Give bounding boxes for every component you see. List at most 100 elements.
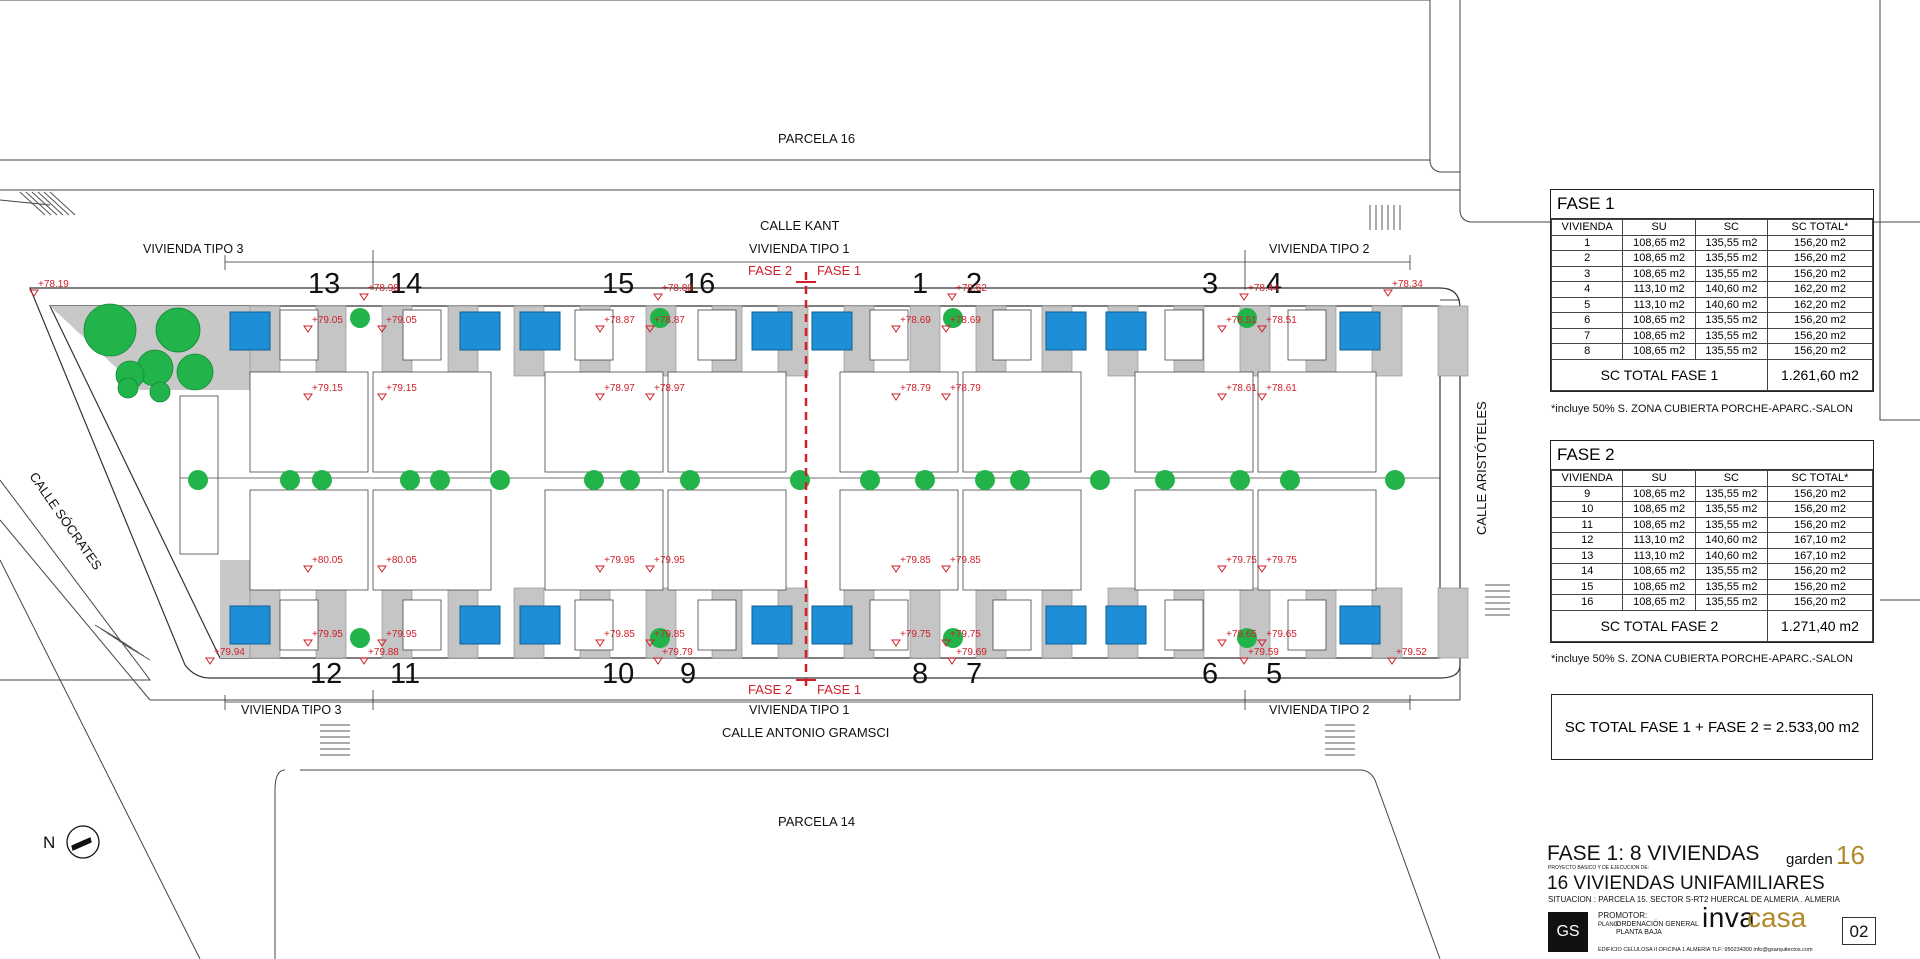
level-marker: [303, 639, 313, 647]
table-cell: 108,65 m2: [1622, 312, 1696, 329]
table-cell: 108,65 m2: [1622, 563, 1696, 580]
palm-tree: [975, 470, 995, 490]
house-top: [1134, 371, 1254, 473]
pool: [811, 311, 853, 351]
pool: [1339, 311, 1381, 351]
pool: [519, 311, 561, 351]
vivienda-tipo2-bottom: VIVIENDA TIPO 2: [1269, 703, 1370, 717]
level-corner-sw: +79.94: [214, 647, 245, 658]
level-marker: [1257, 565, 1267, 573]
table-cell: 5: [1550, 296, 1624, 313]
level-marker: [595, 325, 605, 333]
house-number-bottom: 5: [1266, 658, 1283, 690]
table-cell: 162,20 m2: [1766, 296, 1874, 313]
house-top: [1257, 371, 1377, 473]
house-top: [249, 371, 369, 473]
level-marker: [891, 325, 901, 333]
vivienda-tipo1-bottom: VIVIENDA TIPO 1: [749, 703, 850, 717]
palm-tree: [350, 308, 370, 328]
table-cell: 7: [1550, 327, 1624, 344]
level-marker: [303, 565, 313, 573]
house-top: [839, 371, 959, 473]
level-marker: [941, 639, 951, 647]
col-sc: SC: [1694, 470, 1768, 487]
tree: [155, 307, 201, 353]
house-bottom: [667, 489, 787, 591]
table-cell: 135,55 m2: [1694, 343, 1768, 360]
plano-value-1: ORDENACIÓN GENERAL: [1616, 921, 1699, 928]
house-number-bottom: 11: [390, 658, 421, 690]
garage-top: [697, 309, 737, 361]
house-number-bottom: 7: [966, 658, 983, 690]
table-cell: 108,65 m2: [1622, 250, 1696, 267]
level-marker: [645, 639, 655, 647]
palm-tree: [490, 470, 510, 490]
level-corner-nw: +78.19: [38, 279, 69, 290]
table-cell: 108,65 m2: [1622, 265, 1696, 282]
fase1-total-row: SC TOTAL FASE 1 1.261,60 m2: [1551, 358, 1874, 391]
table-cell: 15: [1550, 578, 1624, 595]
house-number-bottom: 8: [912, 658, 929, 690]
plano-value-2: PLANTA BAJA: [1616, 929, 1662, 936]
level-row3: +80.05: [312, 555, 343, 566]
table-cell: 162,20 m2: [1766, 281, 1874, 298]
table-cell: 2: [1550, 250, 1624, 267]
vivienda-tipo2-top: VIVIENDA TIPO 2: [1269, 242, 1370, 256]
level-corner-ne: +78.34: [1392, 279, 1423, 290]
pool: [811, 605, 853, 645]
level-marker: [941, 325, 951, 333]
house-top: [372, 371, 492, 473]
table-cell: 4: [1550, 281, 1624, 298]
garage-bottom: [279, 599, 319, 651]
table-cell: 135,55 m2: [1694, 563, 1768, 580]
house-number-bottom: 9: [680, 658, 697, 690]
house-top: [667, 371, 787, 473]
level-marker: [377, 393, 387, 401]
level-marker: [1383, 289, 1393, 297]
table-cell: 108,65 m2: [1622, 594, 1696, 611]
house-number-top: 2: [966, 268, 983, 300]
tree: [176, 353, 214, 391]
calle-kant-label: CALLE KANT: [760, 218, 840, 233]
table-cell: 135,55 m2: [1694, 485, 1768, 502]
table-cell: 108,65 m2: [1622, 485, 1696, 502]
garage-top: [992, 309, 1032, 361]
table-cell: 10: [1550, 501, 1624, 518]
fase1-note: *incluye 50% S. ZONA CUBIERTA PORCHE-APA…: [1551, 403, 1853, 415]
level-row4: +79.75: [900, 629, 931, 640]
house-number-bottom: 10: [602, 658, 635, 690]
sheet-number: 02: [1842, 917, 1876, 945]
brand-casa: casa: [1747, 902, 1807, 933]
table-cell: 156,20 m2: [1766, 578, 1874, 595]
garage-top: [869, 309, 909, 361]
level-marker: [377, 325, 387, 333]
level-marker: [891, 393, 901, 401]
pool: [229, 311, 271, 351]
plano-label: PLANO:: [1598, 922, 1621, 928]
pool: [229, 605, 271, 645]
level-marker: [645, 325, 655, 333]
project-name: 16 VIVIENDAS UNIFAMILIARES: [1547, 873, 1825, 894]
house-number-top: 14: [390, 268, 423, 300]
garage-bottom: [992, 599, 1032, 651]
table-header-row: VIVIENDA SU SC SC TOTAL*: [1550, 470, 1874, 487]
palm-tree: [400, 470, 420, 490]
col-sc: SC: [1694, 219, 1768, 236]
dimension-lines: [224, 250, 1411, 710]
level-marker: [1257, 325, 1267, 333]
level-bottom-boundary: +79.88: [368, 647, 399, 658]
level-marker: [303, 393, 313, 401]
brand-inva: inva: [1702, 902, 1756, 933]
garage-bottom: [574, 599, 614, 651]
level-marker: [359, 293, 369, 301]
level-bottom-boundary: +79.79: [662, 647, 693, 658]
table-cell: 140,60 m2: [1694, 532, 1768, 549]
level-marker: [653, 293, 663, 301]
level-row2: +78.97: [604, 383, 635, 394]
